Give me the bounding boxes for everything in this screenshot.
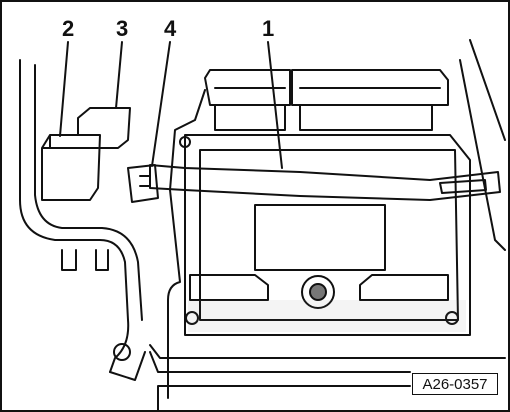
callout-4: 4	[164, 16, 177, 41]
connector-clip-4	[127, 164, 159, 203]
tray-rim	[149, 344, 506, 373]
housing-outline	[167, 89, 206, 399]
mounting-screw-2	[445, 311, 459, 325]
relay-bracket-inner	[34, 64, 143, 321]
bracket-bolt	[113, 343, 131, 361]
ecu-inner-panel	[199, 149, 459, 321]
relay-2	[41, 134, 101, 201]
ecu-connector-left	[204, 69, 291, 131]
ecu-recess-left	[189, 274, 269, 301]
callout-1: 1	[262, 16, 275, 41]
mounting-screw-3	[179, 136, 191, 148]
ecu-body	[184, 134, 471, 336]
retaining-strap-slot	[439, 179, 487, 194]
callout-2: 2	[62, 16, 75, 41]
ecu-shading	[188, 300, 466, 332]
relay-bracket	[19, 59, 130, 373]
leader-line-4	[151, 41, 171, 167]
leader-line-2	[59, 41, 69, 137]
ecu-label-area	[254, 204, 386, 271]
ecu-center-boss	[301, 275, 335, 309]
ecu-center-boss-inner	[309, 283, 327, 301]
ecu-connector-right	[291, 69, 449, 131]
retaining-strap	[149, 164, 501, 201]
callout-3: 3	[116, 16, 129, 41]
leader-line-3	[115, 41, 123, 109]
tray-lower-edge	[157, 385, 411, 411]
leader-line-1	[267, 41, 283, 169]
ecu-recess-right	[359, 274, 449, 301]
housing-edge-right	[459, 39, 506, 251]
relay-bracket-tabs	[61, 249, 109, 271]
relay-3	[77, 107, 131, 149]
figure-reference-code: A26-0357	[412, 373, 498, 395]
mounting-screw-1	[185, 311, 199, 325]
bracket-foot	[109, 351, 146, 381]
